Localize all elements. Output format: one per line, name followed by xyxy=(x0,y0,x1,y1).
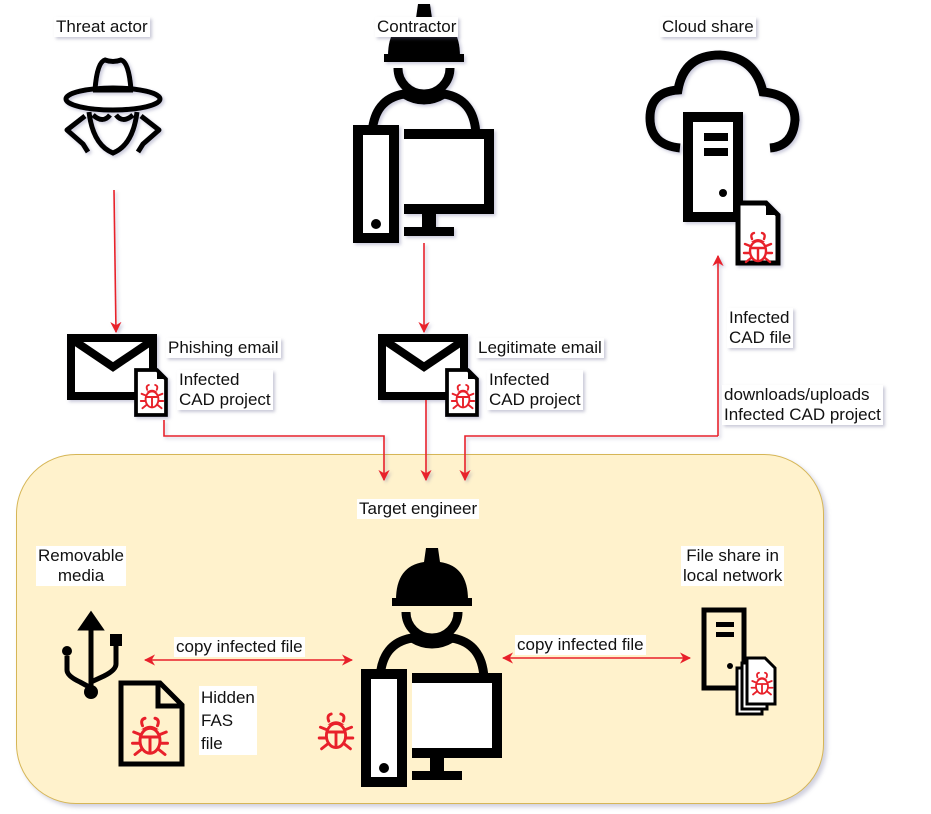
spy-icon xyxy=(63,57,163,156)
file-share-server-icon xyxy=(701,607,777,716)
legitimate-attachment-label: Infected CAD project xyxy=(487,370,583,410)
target-engineer-label: Target engineer xyxy=(357,499,480,519)
phishing-email-icon xyxy=(67,334,168,417)
target-bug-icon xyxy=(317,712,355,751)
arrow-cloud-to-target xyxy=(459,435,718,482)
phishing-attachment-label: Infected CAD project xyxy=(177,370,273,410)
arrow-threat-to-phishing xyxy=(110,189,122,334)
cloud-share-label: Cloud share xyxy=(660,17,756,37)
arrow-phishing-to-target xyxy=(163,420,390,482)
cloud-link-label: downloads/uploads Infected CAD project xyxy=(722,385,883,425)
hidden-fas-file-label: Hidden FAS file xyxy=(199,686,257,755)
contractor-label: Contractor xyxy=(375,17,459,37)
usb-icon xyxy=(62,610,122,699)
copy-left-label: copy infected file xyxy=(174,637,305,657)
cloud-infected-file-label: Infected CAD file xyxy=(727,308,794,348)
hidden-file-icon xyxy=(118,680,185,767)
contractor-engineer-icon xyxy=(358,4,489,238)
phishing-email-label: Phishing email xyxy=(166,338,281,358)
legitimate-email-label: Legitimate email xyxy=(476,338,604,358)
file-share-label: File share in local network xyxy=(681,546,785,586)
arrows xyxy=(110,189,724,482)
threat-actor-label: Threat actor xyxy=(54,17,150,37)
cloud-server-icon xyxy=(645,50,800,263)
target-engineer-icon xyxy=(366,548,497,782)
legitimate-email-icon xyxy=(378,334,479,417)
copy-right-label: copy infected file xyxy=(515,635,646,655)
removable-media-label: Removable media xyxy=(36,546,126,586)
